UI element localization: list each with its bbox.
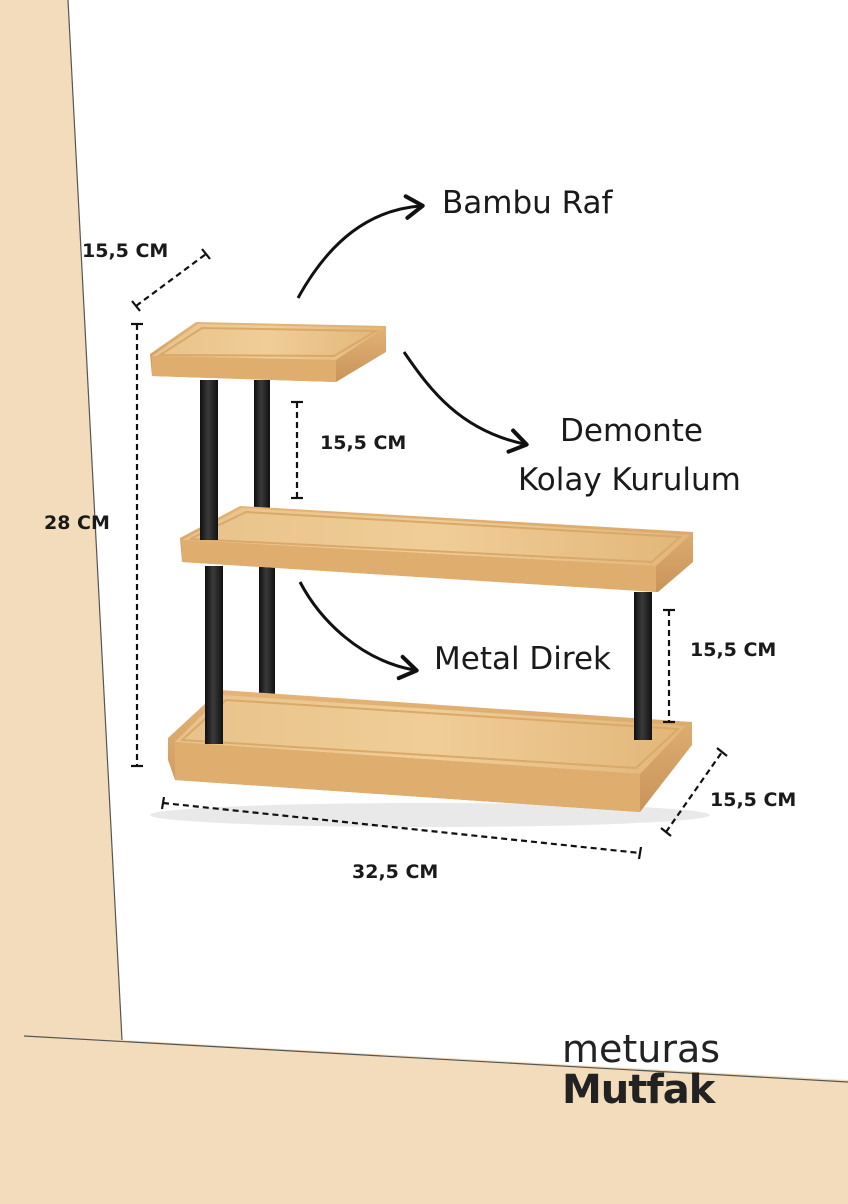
base-depth-line	[665, 751, 723, 833]
right-pole-lower	[634, 592, 652, 740]
assembly-callout-label-2: Kolay Kurulum	[518, 462, 741, 498]
base-width-label: 32,5 CM	[352, 861, 438, 883]
total-height-label: 28 CM	[44, 512, 110, 534]
lower-gap-label: 15,5 CM	[690, 639, 776, 661]
assembly-callout-label-1: Demonte	[560, 413, 703, 449]
front-pole-upper	[200, 380, 218, 540]
base-depth-label: 15,5 CM	[710, 789, 796, 811]
panel-edge-bottom	[23, 1035, 848, 1083]
shelf-callout-arrow	[296, 194, 425, 299]
back-pole-upper	[254, 380, 270, 520]
top-depth-line	[135, 253, 207, 307]
back-pole-lower	[259, 565, 275, 703]
upper-gap-label: 15,5 CM	[320, 432, 406, 454]
middle-bamboo-tray	[180, 506, 693, 592]
dimension-lines	[131, 248, 728, 860]
brand-name-line1: meturas	[562, 1027, 720, 1071]
left-beige-band	[0, 0, 122, 1040]
pole-callout-label: Metal Direk	[434, 641, 611, 677]
brand-name-line2: Mutfak	[562, 1067, 717, 1113]
pole-callout-arrow	[298, 581, 419, 681]
panel-edge-left	[67, 0, 123, 1041]
top-bamboo-tray	[150, 322, 386, 382]
top-depth-label: 15,5 CM	[82, 240, 168, 262]
front-pole-lower	[205, 566, 223, 744]
floor-shadow	[150, 803, 710, 827]
shelf-callout-label: Bambu Raf	[442, 185, 613, 221]
bottom-beige-band	[0, 1036, 848, 1200]
assembly-callout-arrow	[402, 351, 529, 454]
